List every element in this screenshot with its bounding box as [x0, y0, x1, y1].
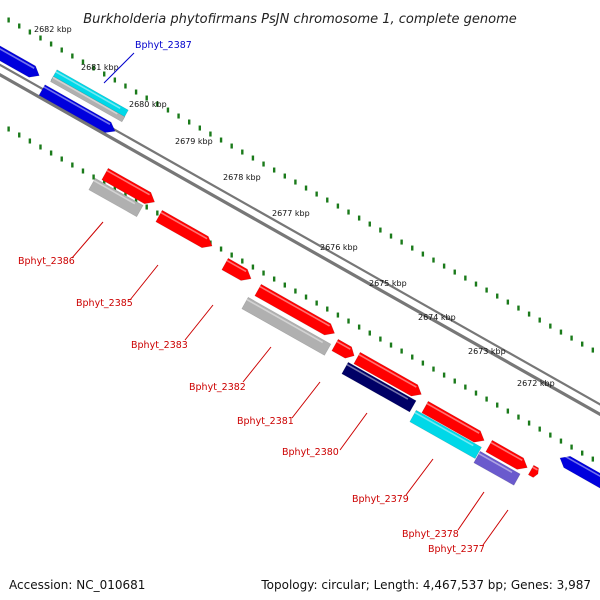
- tick-label: 2681 kbp: [81, 63, 119, 72]
- backbone-line-inner: [0, 72, 600, 417]
- tick-label: 2677 kbp: [272, 209, 310, 218]
- tick-label: 2674 kbp: [418, 313, 456, 322]
- map-title: Burkholderia phytofirmans PsJN chromosom…: [83, 12, 517, 27]
- gene-label-bphyt-2382[interactable]: Bphyt_2382: [189, 346, 272, 393]
- gene-label-bphyt-2381[interactable]: Bphyt_2381: [237, 381, 321, 427]
- accession-text: Accession: NC_010681: [9, 578, 146, 592]
- gene-label-text[interactable]: Bphyt_2380: [282, 447, 339, 458]
- gene-label-bphyt-2385[interactable]: Bphyt_2385: [76, 264, 159, 309]
- gene-label-text[interactable]: Bphyt_2387: [135, 40, 192, 51]
- feature-blue-right[interactable]: [559, 455, 600, 493]
- gene-label-text[interactable]: Bphyt_2377: [428, 544, 485, 555]
- gene-label-bphyt-2383[interactable]: Bphyt_2383: [131, 304, 214, 351]
- gene-label-text[interactable]: Bphyt_2378: [402, 529, 459, 540]
- tick-label: 2672 kbp: [517, 379, 555, 388]
- feature-red-1[interactable]: [101, 167, 156, 205]
- feature-navy[interactable]: [341, 361, 417, 413]
- tick-row-lower: [7, 126, 595, 462]
- feature-gray-1[interactable]: [88, 177, 144, 218]
- tick-label: 2682 kbp: [34, 25, 72, 34]
- feature-red-9[interactable]: [527, 464, 539, 478]
- feature-purple[interactable]: [473, 450, 521, 486]
- tick-label: 2679 kbp: [175, 137, 213, 146]
- tick-label: 2680 kbp: [129, 100, 167, 109]
- feature-red-4[interactable]: [254, 283, 336, 336]
- gene-label-text[interactable]: Bphyt_2383: [131, 340, 188, 351]
- tick-label: 2673 kbp: [468, 347, 506, 356]
- feature-red-2[interactable]: [155, 209, 213, 249]
- gene-label-text[interactable]: Bphyt_2379: [352, 494, 409, 505]
- gene-label-text[interactable]: Bphyt_2382: [189, 382, 246, 393]
- gene-label-bphyt-2380[interactable]: Bphyt_2380: [282, 412, 368, 458]
- gene-label-bphyt-2377[interactable]: Bphyt_2377: [428, 509, 509, 555]
- tick-label: 2675 kbp: [369, 279, 407, 288]
- feature-red-6[interactable]: [353, 351, 422, 397]
- feature-gray-2[interactable]: [241, 296, 332, 356]
- gene-label-text[interactable]: Bphyt_2381: [237, 416, 294, 427]
- gene-label-text[interactable]: Bphyt_2385: [76, 298, 133, 309]
- gene-label-bphyt-2379[interactable]: Bphyt_2379: [352, 458, 434, 505]
- feature-gray-top[interactable]: [50, 75, 126, 123]
- feature-red-3[interactable]: [221, 257, 252, 281]
- feature-red-7[interactable]: [421, 400, 485, 443]
- tick-label: 2678 kbp: [223, 173, 261, 182]
- tick-label: 2676 kbp: [320, 243, 358, 252]
- tick-row-upper: [7, 17, 595, 353]
- feature-blue-lower[interactable]: [38, 84, 116, 133]
- gene-label-bphyt-2387[interactable]: Bphyt_2387: [103, 40, 192, 84]
- gene-label-bphyt-2378[interactable]: Bphyt_2378: [402, 491, 485, 540]
- gene-label-bphyt-2386[interactable]: Bphyt_2386: [18, 221, 104, 267]
- feature-blue-top[interactable]: [0, 44, 40, 78]
- feature-red-8[interactable]: [485, 439, 528, 470]
- genome-stats-text: Topology: circular; Length: 4,467,537 bp…: [261, 578, 591, 592]
- gene-label-text[interactable]: Bphyt_2386: [18, 256, 75, 267]
- feature-cyan[interactable]: [409, 409, 482, 460]
- feature-red-5[interactable]: [331, 338, 355, 359]
